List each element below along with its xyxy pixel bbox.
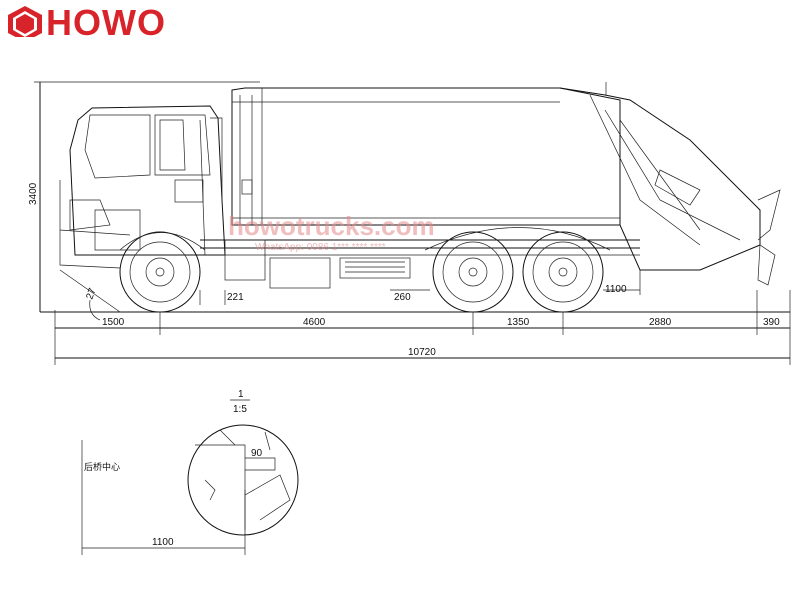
dim-4600: 4600 xyxy=(303,317,326,328)
watermark-site: howotrucks.com xyxy=(228,211,435,241)
truck-cab xyxy=(59,105,226,269)
watermark-contact: WhatsApp: 0086 1*** **** **** xyxy=(255,242,386,253)
compactor-body xyxy=(231,87,621,226)
rear-fender xyxy=(424,227,611,251)
detail-scale-num: 1 xyxy=(238,389,244,400)
dim-10720: 10720 xyxy=(408,347,436,358)
height-dim-label: 3400 xyxy=(28,182,39,205)
howo-logo-icon xyxy=(8,6,42,43)
detail-dim-1100: 1100 xyxy=(152,537,174,548)
tailgate xyxy=(559,82,781,286)
dim-221: 221 xyxy=(227,292,244,303)
rear-wheel-2 xyxy=(522,231,604,313)
detail-label-cn: 后桥中心 xyxy=(84,461,120,472)
rear-wheel-1 xyxy=(432,231,514,313)
front-fender xyxy=(119,232,206,251)
dim-260: 260 xyxy=(394,292,411,303)
dim-1350: 1350 xyxy=(507,317,530,328)
dim-1100-rear: 1100 xyxy=(605,284,627,295)
detail-scale: 1:5 xyxy=(233,404,247,415)
brand-name: HOWO xyxy=(46,2,166,43)
detail-view xyxy=(81,399,299,555)
axle-dimension-line xyxy=(54,290,791,365)
chassis-frame xyxy=(200,239,640,289)
detail-dim-90: 90 xyxy=(251,448,263,459)
approach-angle: 27 xyxy=(84,286,98,301)
dim-2880: 2880 xyxy=(649,317,672,328)
front-wheel xyxy=(119,231,201,313)
dim-390: 390 xyxy=(763,317,780,328)
dim-1500: 1500 xyxy=(102,317,125,328)
